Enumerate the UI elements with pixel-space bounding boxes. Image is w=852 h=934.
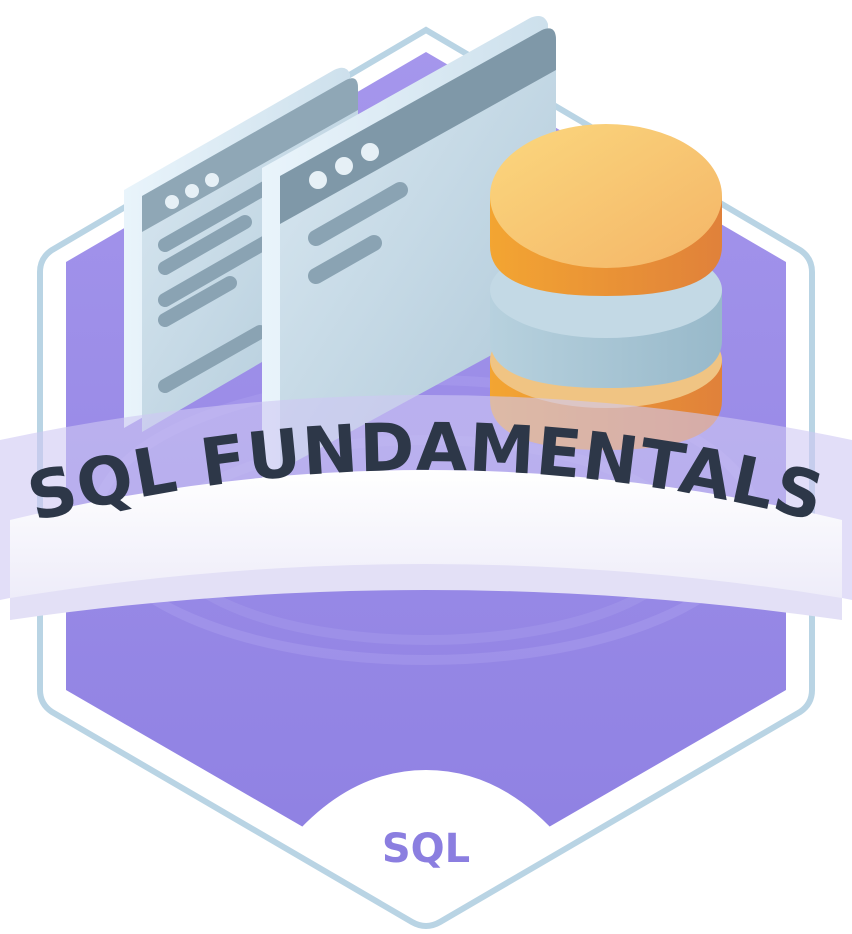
title-banner: SQL FUNDAMENTALS	[0, 395, 852, 620]
category-label: SQL	[382, 826, 470, 872]
category-notch	[290, 770, 562, 914]
code-window-front-icon	[262, 16, 556, 480]
